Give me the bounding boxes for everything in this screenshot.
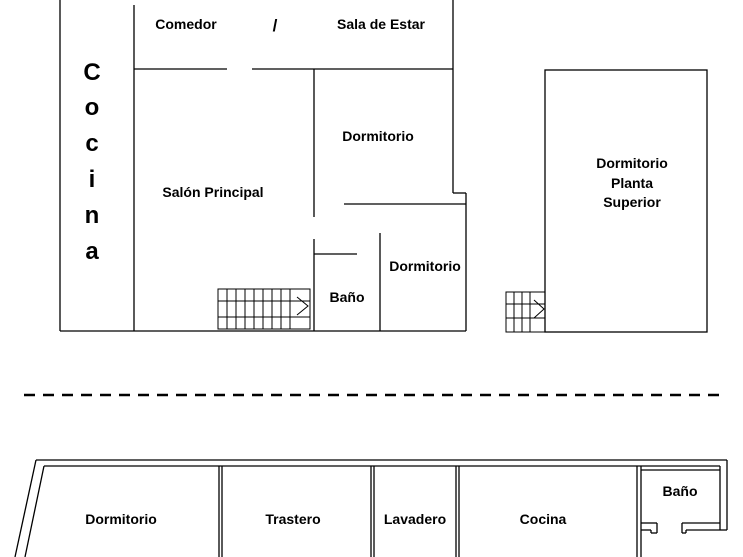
kitchen-vertical-label: C o c i n a	[83, 59, 100, 265]
stairs-right-arrow	[533, 299, 545, 319]
room-label-upper-floor-2: Planta	[611, 175, 653, 191]
room-label-upper-floor-1: Dormitorio	[596, 155, 668, 171]
stairs-main-arrow	[296, 296, 309, 316]
lower-level-walls	[14, 459, 728, 557]
room-label-dormitorio-2: Dormitorio	[389, 258, 461, 274]
room-label-bano: Baño	[330, 289, 365, 305]
stairs-right-outline	[505, 291, 546, 333]
room-label-lower-dormitorio: Dormitorio	[85, 511, 157, 527]
stairs-main-outline	[217, 288, 311, 330]
room-label-dormitorio-1: Dormitorio	[342, 128, 414, 144]
kitchen-letter: i	[89, 166, 96, 193]
stairs-right	[505, 291, 546, 333]
kitchen-letter: o	[85, 94, 100, 121]
wall-lower-slant-inner	[24, 465, 45, 557]
wall-lower-slant-outer	[14, 459, 37, 557]
kitchen-letter: a	[85, 238, 99, 265]
upper-floor-bedroom-outline	[544, 69, 708, 333]
upper-level-walls	[59, 0, 467, 332]
room-label-upper-floor-3: Superior	[603, 194, 661, 210]
room-label-comedor: Comedor	[155, 16, 217, 32]
room-label-trastero: Trastero	[265, 511, 320, 527]
room-label-sala-de-estar: Sala de Estar	[337, 16, 425, 32]
room-label-lavadero: Lavadero	[384, 511, 446, 527]
room-label-lower-bano: Baño	[663, 483, 698, 499]
stairs-main	[217, 288, 311, 330]
kitchen-letter: C	[83, 59, 100, 86]
room-label-slash: /	[273, 16, 278, 35]
upper-floor-bedroom-walls	[544, 69, 708, 333]
room-label-salon-principal: Salón Principal	[162, 184, 263, 200]
room-label-lower-cocina: Cocina	[520, 511, 567, 527]
kitchen-letter: n	[85, 202, 100, 229]
kitchen-letter: c	[85, 130, 98, 157]
